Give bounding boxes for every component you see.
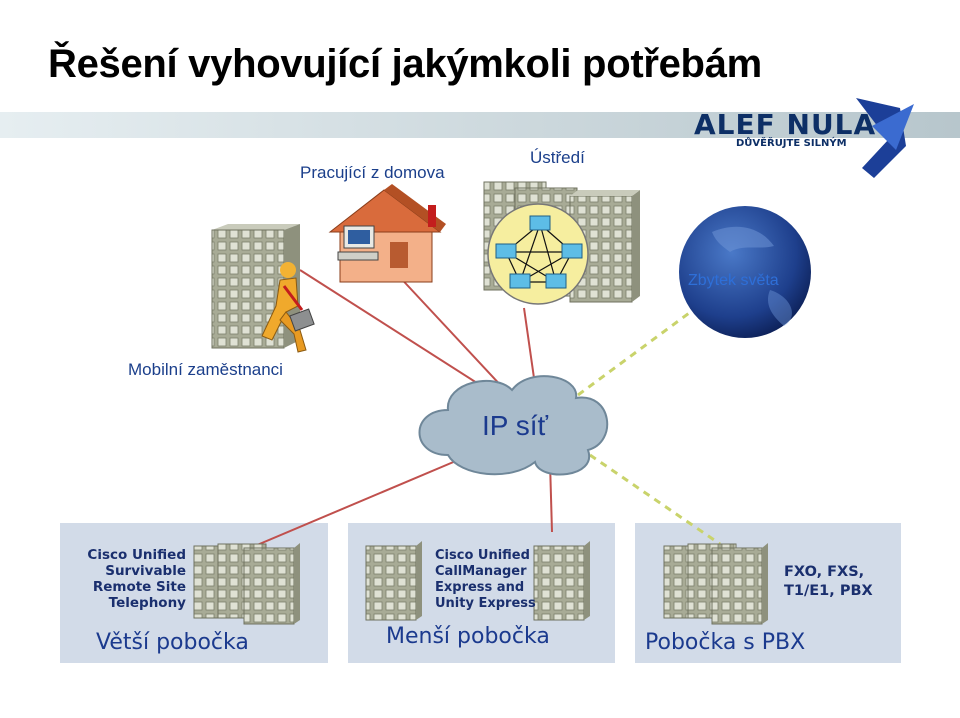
home-worker-label: Pracující z domova: [300, 163, 445, 182]
cme-line: Unity Express: [435, 596, 536, 611]
srst-line: Remote Site: [92, 579, 186, 595]
link-home: [394, 271, 506, 391]
small-branch-buildings-icon: [365, 541, 590, 621]
callmanager-cluster-icon: [487, 203, 589, 305]
large-branch-buildings-icon: [193, 543, 300, 625]
connection-lines: [249, 269, 553, 549]
cme-line: Express and: [435, 580, 525, 595]
cme-description: Cisco Unified CallManager Express and Un…: [435, 548, 536, 612]
dashed-link-world: [577, 303, 701, 397]
ip-cloud: [418, 375, 609, 476]
cme-line: Cisco Unified: [435, 548, 530, 563]
link-hq: [523, 307, 536, 386]
large-branch-title: Větší pobočka: [96, 630, 249, 655]
logo-brand: ALEF NULA: [694, 108, 877, 141]
pbx-line: T1/E1, PBX: [784, 583, 873, 599]
cme-line: CallManager: [435, 564, 527, 579]
globe-icon: [679, 206, 811, 338]
ip-network-label: IP síť: [482, 410, 549, 441]
pbx-branch-buildings-icon: [663, 543, 768, 625]
alef-nula-logo-mark: [856, 98, 914, 178]
home-office-icon: [328, 184, 446, 283]
srst-line: Telephony: [108, 595, 186, 611]
link-mobile: [299, 269, 489, 391]
logo-tagline: DŮVĚŘUJTE SILNÝM: [736, 138, 847, 149]
dashed-lines: [577, 303, 721, 546]
small-branch-title: Menší pobočka: [386, 624, 550, 649]
pbx-branch-title: Pobočka s PBX: [645, 630, 806, 655]
world-label: Zbytek světa: [688, 272, 779, 289]
srst-line: Cisco Unified: [87, 547, 186, 563]
dashed-link-pbx: [589, 453, 721, 546]
pbx-description: FXO, FXS, T1/E1, PBX: [784, 563, 873, 601]
running-person-icon: [261, 262, 315, 353]
slide-title: Řešení vyhovující jakýmkoli potřebám: [48, 42, 762, 86]
title-underline-bar: [0, 112, 960, 138]
pbx-line: FXO, FXS,: [784, 564, 865, 580]
headquarters-label: Ústředí: [530, 148, 585, 167]
link-large-branch: [249, 454, 471, 549]
srst-line: Survivable: [105, 563, 186, 579]
srst-description: Cisco Unified Survivable Remote Site Tel…: [64, 547, 186, 611]
mobile-workers-label: Mobilní zaměstnanci: [128, 360, 283, 379]
